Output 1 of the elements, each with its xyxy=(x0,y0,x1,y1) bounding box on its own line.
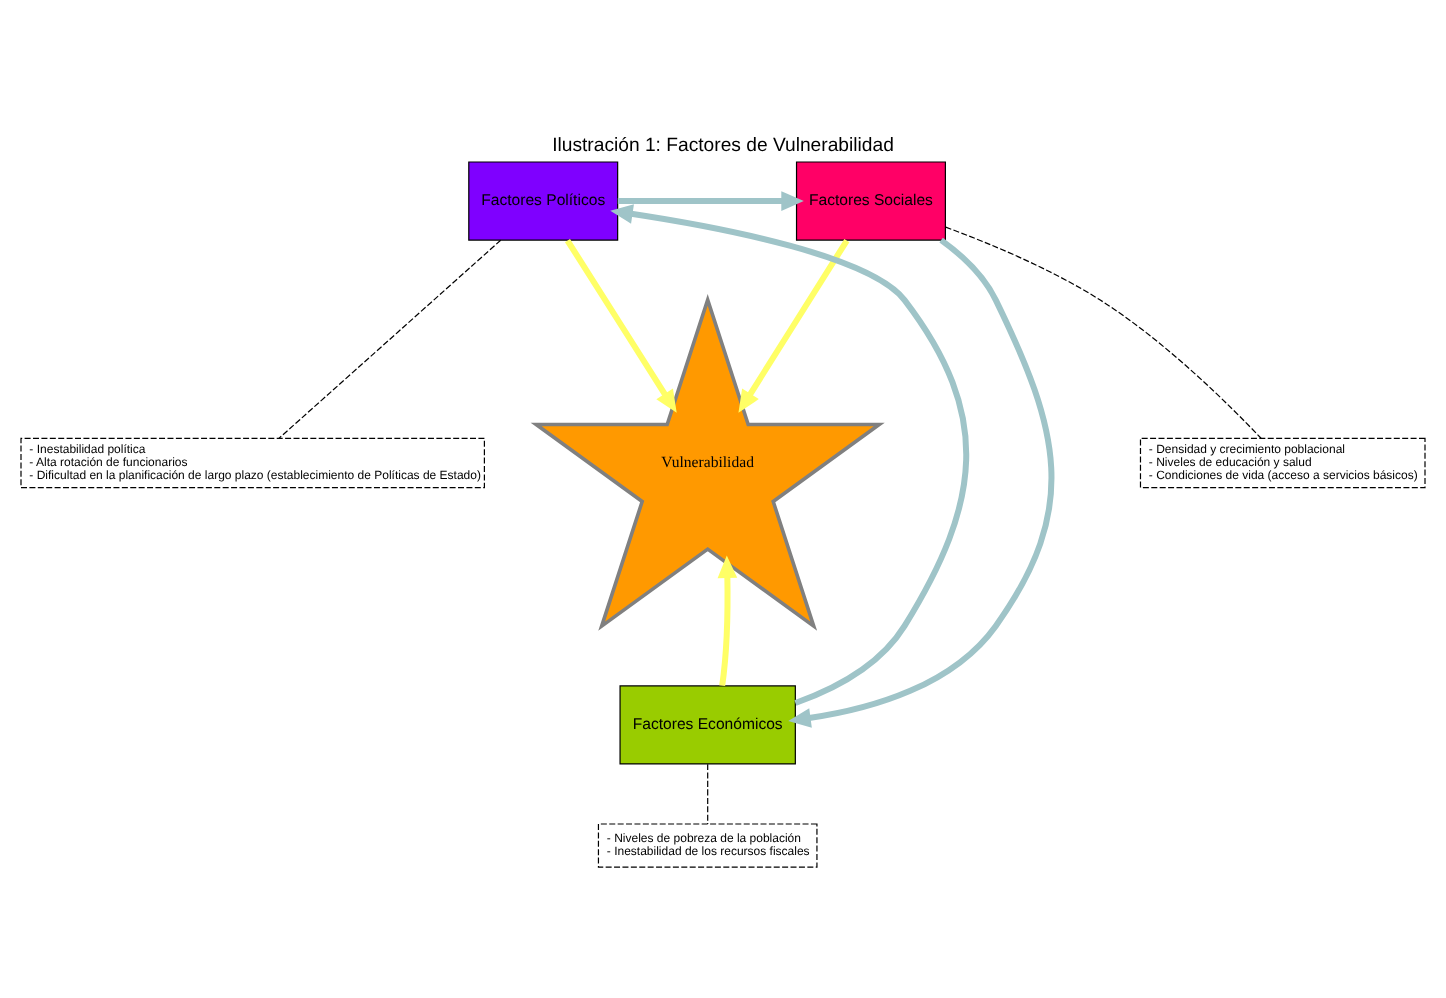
diagram-title: Ilustración 1: Factores de Vulnerabilidad xyxy=(552,134,894,157)
